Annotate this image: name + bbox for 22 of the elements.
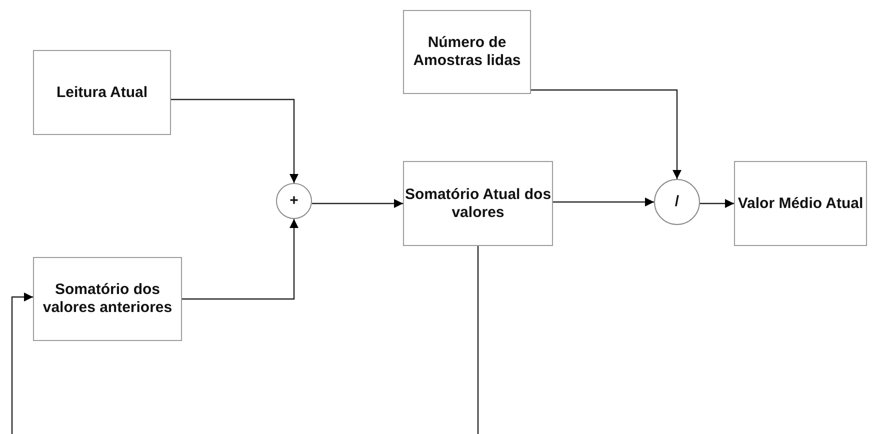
arrow: [312, 199, 403, 208]
arrow: [531, 89, 682, 179]
arrow: [553, 198, 654, 206]
process-box: [33, 50, 171, 135]
process-box: [734, 161, 867, 246]
connector-line: [477, 246, 479, 434]
process-box: [403, 161, 553, 246]
node-label: Valor Médio Atual: [738, 194, 864, 212]
node-label: Somatório dos valores anteriores: [42, 281, 174, 317]
node-label: /: [674, 193, 680, 211]
arrow: [171, 98, 298, 183]
node-label: +: [290, 192, 298, 210]
operator-circle: [654, 179, 700, 225]
operator-circle: [276, 183, 312, 219]
process-box: [403, 10, 531, 94]
node-label: Somatório Atual dos valores: [404, 186, 552, 222]
process-box: [33, 257, 182, 341]
node-label: Número de Amostras lidas: [412, 34, 522, 70]
node-label: Leitura Atual: [56, 84, 148, 102]
arrow: [11, 292, 33, 434]
arrow: [700, 199, 734, 208]
arrow: [182, 219, 298, 300]
